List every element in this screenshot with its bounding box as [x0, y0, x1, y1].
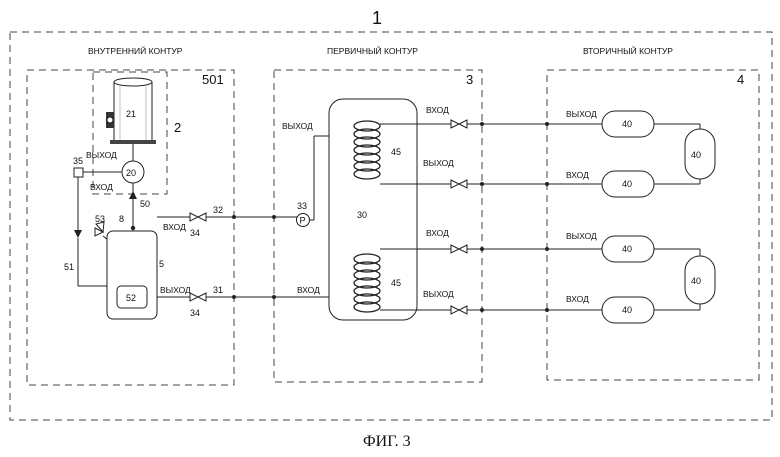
primary-box-number: 3: [466, 72, 473, 87]
pump-inlet-label: ВХОД: [90, 182, 113, 192]
primary-valve-3: [451, 245, 467, 253]
primary-coil-top-number: 45: [391, 147, 401, 157]
pipe-32-inlet-label: ВХОД: [163, 222, 186, 232]
primary-inlet-label: ВХОД: [297, 285, 320, 295]
junction-s4: [545, 308, 549, 312]
valve-35: [74, 168, 83, 177]
secondary-label-3: ВЫХОД: [566, 231, 597, 241]
pump-up-arrow: [129, 191, 137, 199]
primary-outlet-label: ВЫХОД: [282, 121, 313, 131]
valve-34-bottom-number: 34: [190, 308, 200, 318]
primary-valve-4: [451, 306, 467, 314]
inner-tank-number: 5: [159, 259, 164, 269]
valve-34-top: [190, 213, 206, 221]
inner-tank-52-number: 52: [126, 293, 136, 303]
secondary-unit-4-number: 40: [622, 305, 632, 315]
heater-number: 21: [126, 109, 136, 119]
secondary-box-number: 4: [737, 72, 744, 87]
primary-valve-2-label: ВЫХОД: [423, 158, 454, 168]
line-51-number: 51: [64, 262, 74, 272]
secondary-label-4: ВХОД: [566, 294, 589, 304]
pipe-32-number: 32: [213, 205, 223, 215]
inner-box-number: 501: [202, 72, 224, 87]
pump-20-number: 20: [126, 168, 136, 178]
secondary-unit-1-number: 40: [622, 119, 632, 129]
primary-tank-number: 30: [357, 210, 367, 220]
system-number: 1: [372, 8, 382, 28]
line-51-arrow: [74, 230, 82, 238]
secondary-contour-title: ВТОРИЧНЫЙ КОНТУР: [583, 45, 673, 56]
secondary-label-1: ВЫХОД: [566, 109, 597, 119]
primary-pump-symbol: P: [300, 216, 306, 226]
primary-contour-title: ПЕРВИЧНЫЙ КОНТУР: [327, 45, 418, 56]
primary-valve-3-label: ВХОД: [426, 228, 449, 238]
secondary-label-2: ВХОД: [566, 170, 589, 180]
pipe-31-number: 31: [213, 285, 223, 295]
primary-valve-2: [451, 180, 467, 188]
secondary-unit-3-number: 40: [622, 244, 632, 254]
num-53: 53: [95, 214, 105, 224]
secondary-unit-6-number: 40: [691, 276, 701, 286]
safety-valve-53: [95, 222, 108, 240]
pump-outlet-label: ВЫХОД: [86, 150, 117, 160]
primary-valve-1: [451, 120, 467, 128]
secondary-unit-2-number: 40: [622, 179, 632, 189]
pipe-31-outlet-label: ВЫХОД: [160, 285, 191, 295]
pipe-31-primary-junction: [272, 295, 276, 299]
junction-s2: [545, 182, 549, 186]
figure-caption: ФИГ. 3: [363, 433, 411, 450]
pipe-31-junction: [232, 295, 236, 299]
secondary-unit-5-number: 40: [691, 150, 701, 160]
heater-group-number: 2: [174, 120, 181, 135]
primary-valve-1-label: ВХОД: [426, 105, 449, 115]
primary-pump-number: 33: [297, 201, 307, 211]
num-8: 8: [119, 214, 124, 224]
primary-pipe-32-junction: [272, 215, 276, 219]
primary-coil-bottom-number: 45: [391, 278, 401, 288]
valve-34-top-number: 34: [190, 228, 200, 238]
valve-34-bottom: [190, 293, 206, 301]
num-50: 50: [140, 199, 150, 209]
primary-valve-4-label: ВЫХОД: [423, 289, 454, 299]
tank-top-port: [131, 226, 135, 230]
pipe-32-junction: [232, 215, 236, 219]
junction-s3: [545, 247, 549, 251]
inner-contour-title: ВНУТРЕННИЙ КОНТУР: [88, 45, 183, 56]
valve-35-number: 35: [73, 156, 83, 166]
junction-s1: [545, 122, 549, 126]
